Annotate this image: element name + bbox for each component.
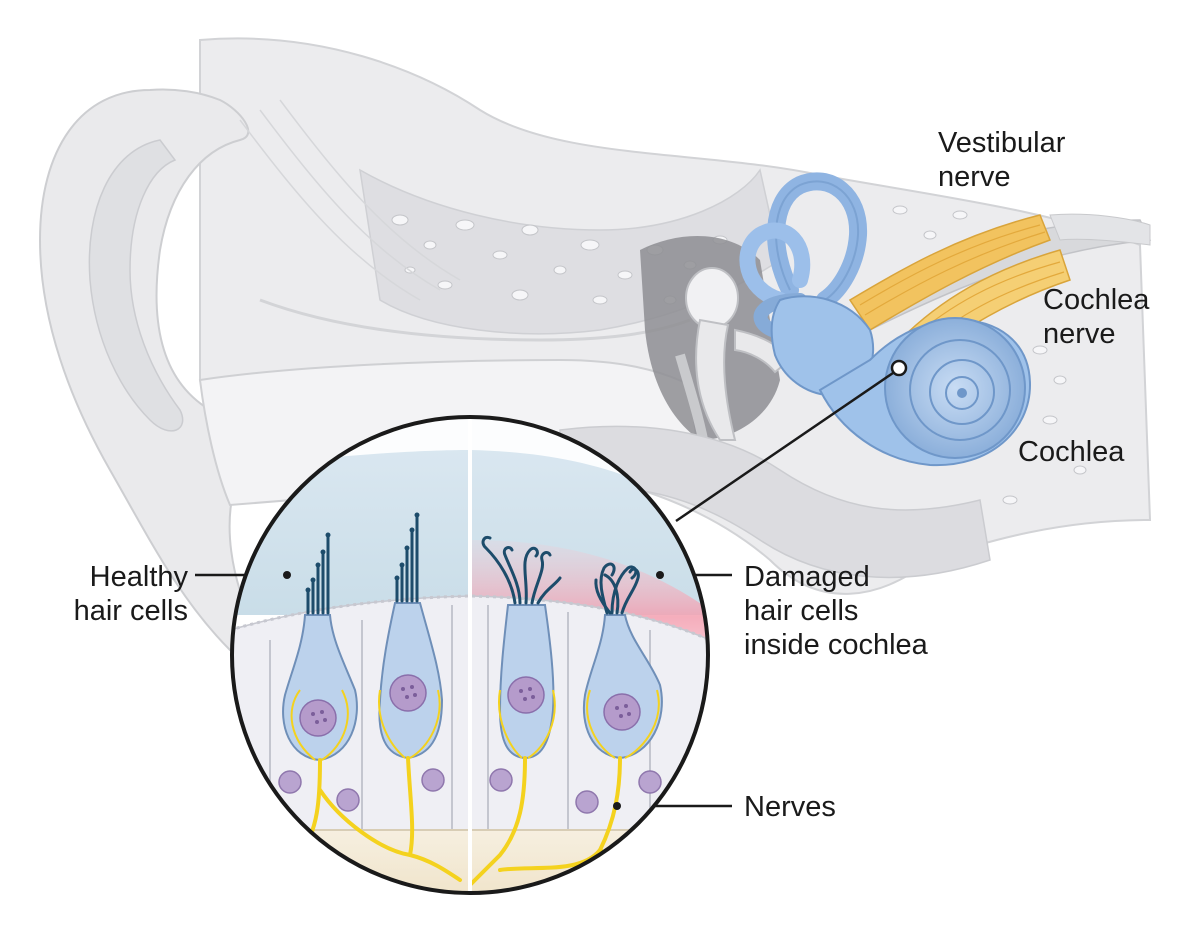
- support-cell-nuclei: [278, 768, 662, 814]
- healthy-stereocilia-2: [395, 513, 419, 603]
- magnifier-border: [230, 415, 710, 895]
- healthy-stereocilia-1: [306, 533, 330, 615]
- label-cochlea: Cochlea: [1018, 436, 1125, 468]
- incus: [695, 318, 737, 441]
- pinna-fold: [88, 139, 184, 432]
- malleus: [685, 267, 739, 329]
- semicircular-canal-posterior: [739, 222, 811, 308]
- inner-ear: [739, 172, 1032, 467]
- damaged-leader-dot: [656, 571, 664, 579]
- label-damaged-hair-cells: Damaged hair cells inside cochlea: [744, 561, 928, 661]
- label-healthy-hair-cells: Healthy hair cells: [73, 561, 188, 627]
- label-nerves: Nerves: [744, 791, 836, 823]
- cochlea-spiral: [884, 317, 1026, 459]
- vestibular-nerve: [848, 214, 1051, 332]
- label-vestibular-nerve: Vestibular nerve: [938, 127, 1066, 193]
- zoom-connector-line: [675, 371, 894, 523]
- damaged-stereocilia-1: [481, 535, 562, 605]
- magnified-view: [230, 415, 710, 895]
- canal-lining: [259, 298, 691, 342]
- healthy-leader-dot: [283, 571, 291, 579]
- nerves-leader-dot: [613, 802, 621, 810]
- bone-lines: [239, 99, 461, 301]
- damaged-hair-cell-1: [481, 535, 562, 760]
- damaged-stereocilia-2: [594, 562, 640, 615]
- label-cochlea-nerve: Cochlea nerve: [1043, 284, 1150, 350]
- lower-bone: [559, 425, 991, 579]
- zoom-marker: [890, 359, 908, 377]
- nerve-branches: [290, 689, 660, 761]
